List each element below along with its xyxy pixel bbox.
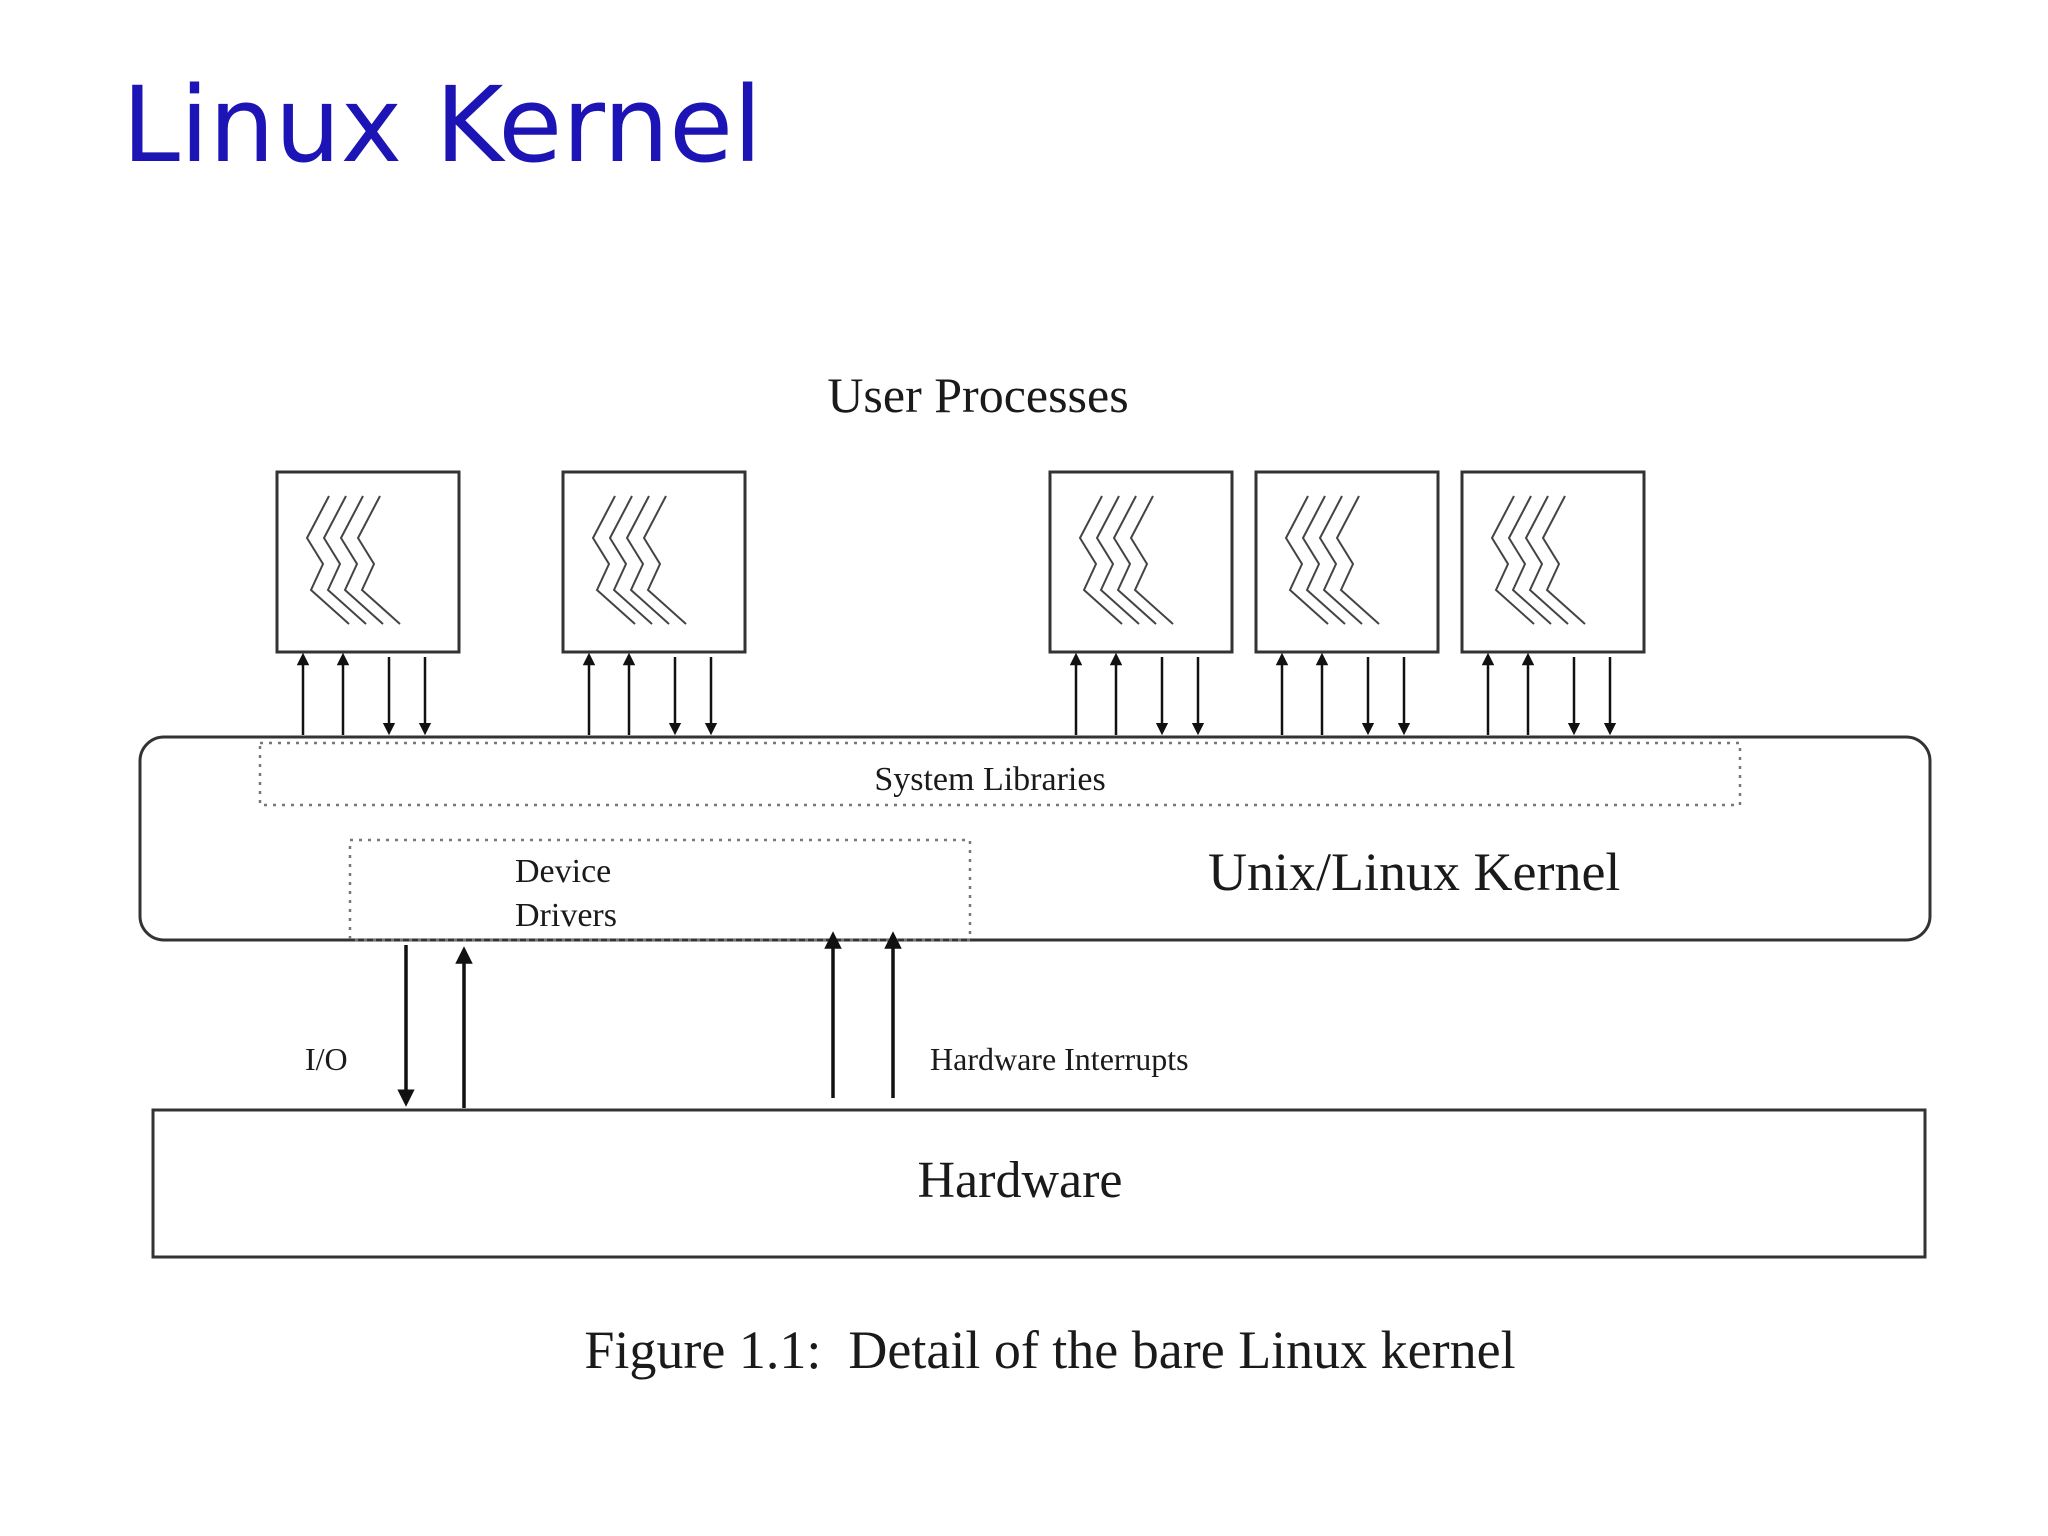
thread-line: [1335, 495, 1380, 625]
process-box: [275, 470, 461, 654]
thread-line: [1078, 495, 1123, 625]
thread-line: [625, 495, 670, 625]
device-drivers-region: [348, 838, 972, 942]
hardware-label: Hardware: [918, 1152, 1123, 1209]
process-box: [1460, 470, 1646, 654]
process-box: [1048, 470, 1234, 654]
user-process-4: [1254, 470, 1440, 736]
thread-line: [356, 495, 401, 625]
process-box: [561, 470, 747, 654]
system-libraries-label: System Libraries: [874, 761, 1105, 798]
slide-title: Linux Kernel: [122, 64, 762, 186]
process-box: [1254, 470, 1440, 654]
figure-caption: Figure 1.1: Detail of the bare Linux ker…: [584, 1320, 1515, 1380]
device-drivers-label-line2: Drivers: [515, 897, 617, 934]
thread-line: [591, 495, 636, 625]
thread-line: [322, 495, 367, 625]
thread-line: [1112, 495, 1157, 625]
thread-line: [1490, 495, 1535, 625]
thread-line: [1541, 495, 1586, 625]
hardware-box: [151, 1108, 1927, 1259]
thread-line: [642, 495, 687, 625]
user-process-2: [561, 470, 747, 736]
user-process-3: [1048, 470, 1234, 736]
thread-line: [305, 495, 350, 625]
thread-line: [1129, 495, 1174, 625]
thread-line: [1095, 495, 1140, 625]
thread-line: [1284, 495, 1329, 625]
thread-line: [1507, 495, 1552, 625]
user-processes-group: [275, 470, 1646, 736]
thread-line: [608, 495, 653, 625]
thread-line: [339, 495, 384, 625]
device-drivers-label-line1: Device: [515, 853, 611, 890]
thread-line: [1301, 495, 1346, 625]
hardware-interrupts-label: Hardware Interrupts: [930, 1041, 1189, 1077]
system-libraries-region: [258, 741, 1742, 807]
io-label: I/O: [305, 1041, 348, 1077]
thread-line: [1524, 495, 1569, 625]
user-process-5: [1460, 470, 1646, 736]
user-processes-label: User Processes: [827, 367, 1128, 423]
kernel-label: Unix/Linux Kernel: [1208, 842, 1620, 902]
thread-line: [1318, 495, 1363, 625]
user-process-1: [275, 470, 461, 736]
kernel-box: [138, 735, 1932, 942]
